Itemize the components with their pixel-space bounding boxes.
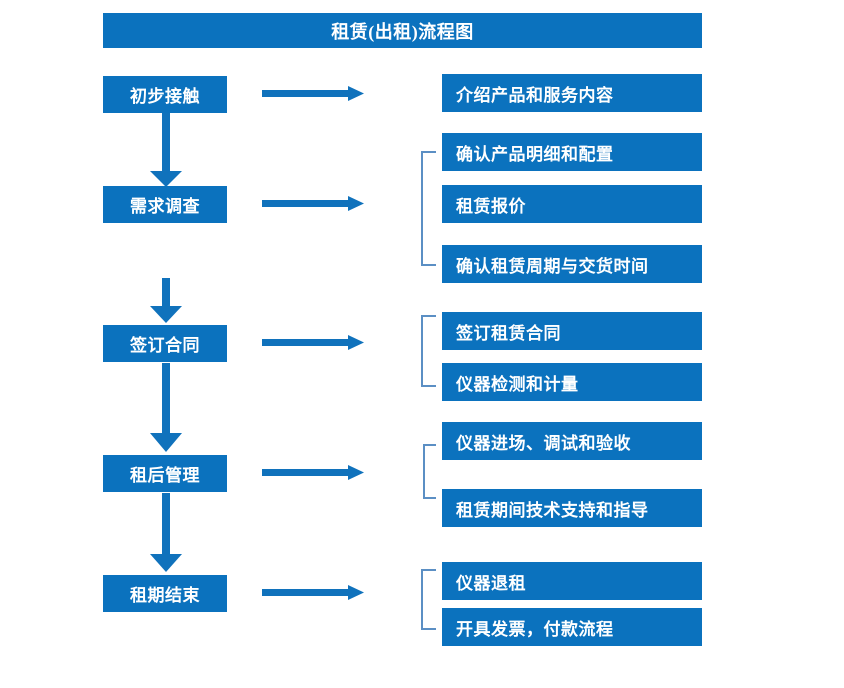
horizontal-arrow-1 bbox=[262, 196, 364, 211]
vertical-arrow-0 bbox=[150, 113, 182, 187]
stage-box-1[interactable]: 需求调查 bbox=[103, 186, 227, 223]
vertical-arrow-3 bbox=[150, 493, 182, 572]
group-bracket-2 bbox=[423, 444, 436, 499]
vertical-arrow-2 bbox=[150, 363, 182, 452]
group-bracket-1 bbox=[421, 315, 436, 387]
detail-box-9[interactable]: 开具发票，付款流程 bbox=[442, 608, 702, 646]
stage-box-0[interactable]: 初步接触 bbox=[103, 76, 227, 113]
detail-box-1[interactable]: 确认产品明细和配置 bbox=[442, 133, 702, 171]
horizontal-arrow-3 bbox=[262, 465, 364, 480]
horizontal-arrow-4 bbox=[262, 585, 364, 600]
stage-box-3[interactable]: 租后管理 bbox=[103, 455, 227, 492]
horizontal-arrow-2 bbox=[262, 335, 364, 350]
detail-box-7[interactable]: 租赁期间技术支持和指导 bbox=[442, 489, 702, 527]
stage-box-4[interactable]: 租期结束 bbox=[103, 575, 227, 612]
detail-box-2[interactable]: 租赁报价 bbox=[442, 185, 702, 223]
detail-box-4[interactable]: 签订租赁合同 bbox=[442, 312, 702, 350]
group-bracket-3 bbox=[421, 569, 436, 630]
detail-box-0[interactable]: 介绍产品和服务内容 bbox=[442, 74, 702, 112]
group-bracket-0 bbox=[421, 151, 436, 266]
vertical-arrow-1 bbox=[150, 278, 182, 323]
horizontal-arrow-0 bbox=[262, 86, 364, 101]
detail-box-5[interactable]: 仪器检测和计量 bbox=[442, 363, 702, 401]
stage-box-2[interactable]: 签订合同 bbox=[103, 325, 227, 362]
flowchart-title: 租赁(出租)流程图 bbox=[103, 13, 702, 48]
detail-box-8[interactable]: 仪器退租 bbox=[442, 562, 702, 600]
detail-box-6[interactable]: 仪器进场、调试和验收 bbox=[442, 422, 702, 460]
detail-box-3[interactable]: 确认租赁周期与交货时间 bbox=[442, 245, 702, 283]
